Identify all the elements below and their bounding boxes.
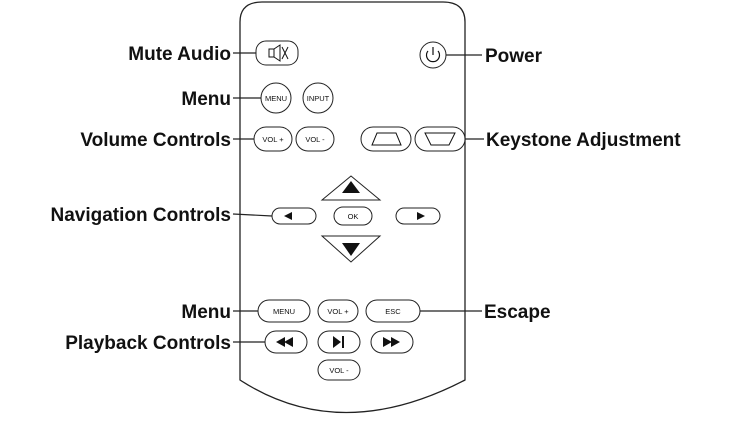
mute-speaker-icon — [268, 44, 289, 62]
vol-minus-bottom-button[interactable]: VOL - — [317, 359, 361, 381]
keystone-inverted-trapezoid-icon — [424, 132, 456, 146]
mute-button[interactable] — [255, 40, 299, 66]
rewind-button[interactable] — [264, 330, 308, 354]
triangle-down-icon — [342, 243, 360, 256]
vol-minus-top-label: VOL - — [305, 135, 325, 144]
play-pause-button[interactable] — [317, 330, 361, 354]
triangle-left-icon — [284, 212, 292, 220]
callout-mute-audio: Mute Audio — [128, 44, 231, 65]
esc-label: ESC — [385, 307, 401, 316]
menu-bottom-label: MENU — [273, 307, 295, 316]
vol-plus-top-button[interactable]: VOL + — [253, 126, 293, 152]
triangle-right-icon — [417, 212, 425, 220]
keystone-trapezoid-icon — [371, 132, 402, 146]
esc-button[interactable]: ESC — [365, 299, 421, 323]
play-pause-icon — [333, 336, 344, 348]
menu-bottom-button[interactable]: MENU — [257, 299, 311, 323]
power-icon — [425, 47, 441, 63]
callout-keystone-adjustment: Keystone Adjustment — [486, 130, 681, 151]
ok-button[interactable]: OK — [333, 206, 373, 226]
vol-plus-bottom-label: VOL + — [327, 307, 349, 316]
vol-plus-bottom-button[interactable]: VOL + — [317, 299, 359, 323]
input-round-button[interactable]: INPUT — [302, 82, 334, 114]
vol-minus-top-button[interactable]: VOL - — [295, 126, 335, 152]
fast-forward-button[interactable] — [370, 330, 414, 354]
callout-navigation-controls: Navigation Controls — [50, 205, 231, 226]
triangle-up-icon — [342, 181, 360, 193]
callout-playback-controls: Playback Controls — [65, 333, 231, 354]
callout-power: Power — [485, 46, 543, 67]
leader-navigation-controls — [232, 213, 273, 217]
callout-menu-bottom: Menu — [181, 302, 231, 323]
menu-round-label: MENU — [265, 94, 287, 103]
callout-volume-controls: Volume Controls — [80, 130, 231, 151]
input-round-label: INPUT — [307, 94, 330, 103]
power-button[interactable] — [419, 41, 447, 69]
nav-up-button[interactable] — [320, 175, 382, 201]
callout-menu-top: Menu — [181, 89, 231, 110]
rewind-icon — [276, 337, 293, 347]
fast-forward-icon — [383, 337, 400, 347]
menu-round-button[interactable]: MENU — [260, 82, 292, 114]
nav-down-button[interactable] — [320, 235, 382, 263]
keystone-down-button[interactable] — [414, 126, 466, 152]
nav-left-button[interactable] — [271, 207, 317, 225]
nav-right-button[interactable] — [395, 207, 441, 225]
vol-plus-top-label: VOL + — [262, 135, 284, 144]
keystone-up-button[interactable] — [360, 126, 412, 152]
callout-escape: Escape — [484, 302, 551, 323]
vol-minus-bottom-label: VOL - — [329, 366, 349, 375]
ok-label: OK — [348, 212, 359, 221]
